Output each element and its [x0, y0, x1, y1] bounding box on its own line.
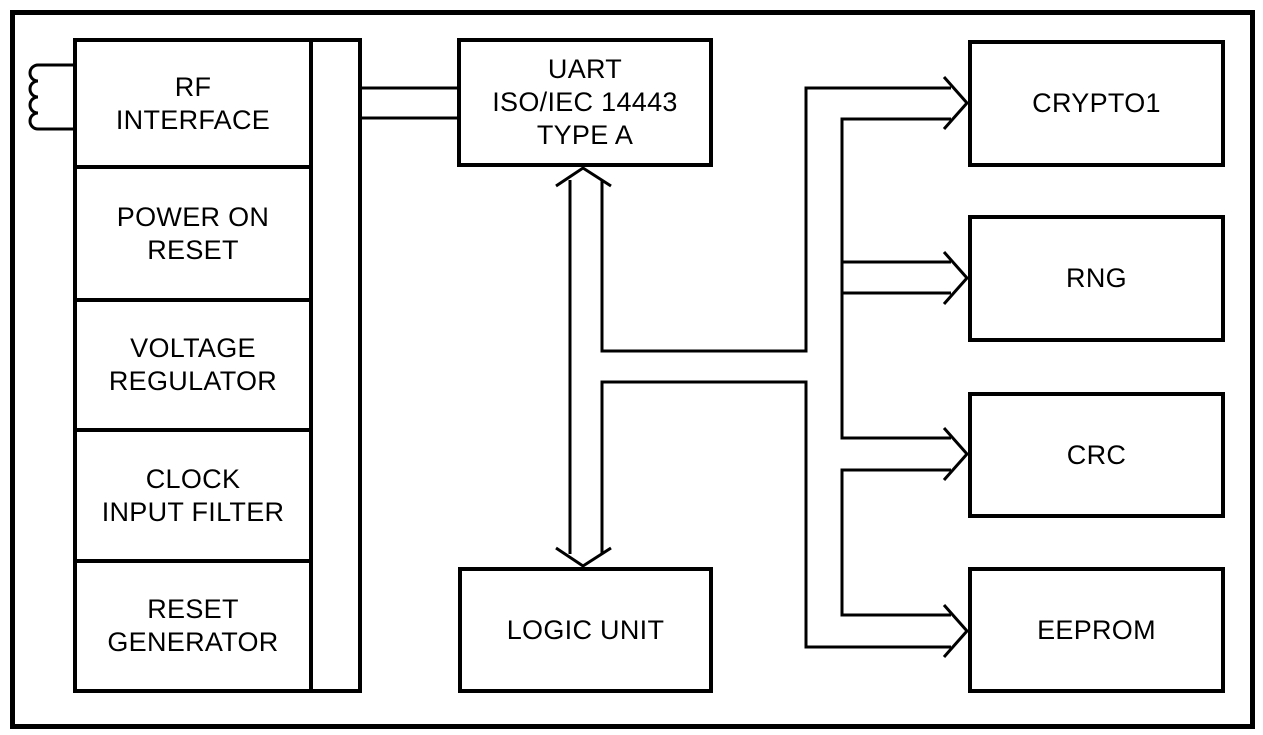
block-label-line: RESET: [147, 594, 239, 624]
block-label-line: RESET: [147, 234, 239, 265]
block-label-line: EEPROM: [1037, 614, 1156, 645]
wire-right-rail: [840, 117, 951, 617]
arrowhead-crc-icon: [942, 427, 970, 481]
arrowhead-rng-icon: [942, 251, 970, 305]
block-rng: RNG: [968, 215, 1225, 342]
block-voltage-regulator: VOLTAGE REGULATOR: [73, 298, 313, 432]
block-label-line: TYPE A: [536, 120, 634, 150]
block-uart: UART ISO/IEC 14443 TYPE A: [457, 38, 713, 167]
block-label-line: GENERATOR: [107, 627, 279, 657]
block-reset-generator: RESET GENERATOR: [73, 559, 313, 693]
chip-outline: [10, 10, 1255, 729]
block-label-line: POWER ON: [116, 201, 270, 232]
block-eeprom: EEPROM: [968, 567, 1225, 693]
block-label-line: LOGIC UNIT: [506, 614, 665, 645]
arrow-uart-logic-unit: [555, 86, 951, 649]
block-power-on-reset: POWER ON RESET: [73, 165, 313, 302]
block-crc: CRC: [968, 392, 1225, 518]
arrowhead-eeprom-icon: [942, 604, 970, 658]
block-label-line: CLOCK: [145, 463, 241, 494]
bus-bar: [309, 38, 362, 693]
wire-bus-to-uart: [359, 86, 457, 120]
block-label-line: RNG: [1066, 263, 1127, 293]
arrowhead-up-icon: [555, 166, 612, 188]
block-clock-input-filter: CLOCK INPUT FILTER: [73, 428, 313, 563]
arrowhead-crypto1-icon: [942, 76, 970, 130]
arrowhead-down-icon: [555, 546, 612, 568]
block-label-line: VOLTAGE: [130, 333, 256, 363]
block-label-line: INPUT FILTER: [101, 496, 285, 527]
block-label-line: UART: [547, 54, 623, 84]
block-crypto1: CRYPTO1: [968, 40, 1225, 167]
block-label-line: CRC: [1066, 439, 1127, 470]
block-logic-unit: LOGIC UNIT: [458, 567, 713, 693]
block-label-line: RF: [174, 71, 212, 102]
block-label-line: ISO/IEC 14443: [492, 87, 678, 117]
block-label-line: REGULATOR: [108, 366, 278, 396]
antenna-coil-icon: [28, 63, 73, 131]
block-label-line: CRYPTO1: [1032, 88, 1161, 118]
block-rf-interface: RF INTERFACE: [73, 38, 313, 169]
block-label-line: INTERFACE: [115, 104, 271, 135]
